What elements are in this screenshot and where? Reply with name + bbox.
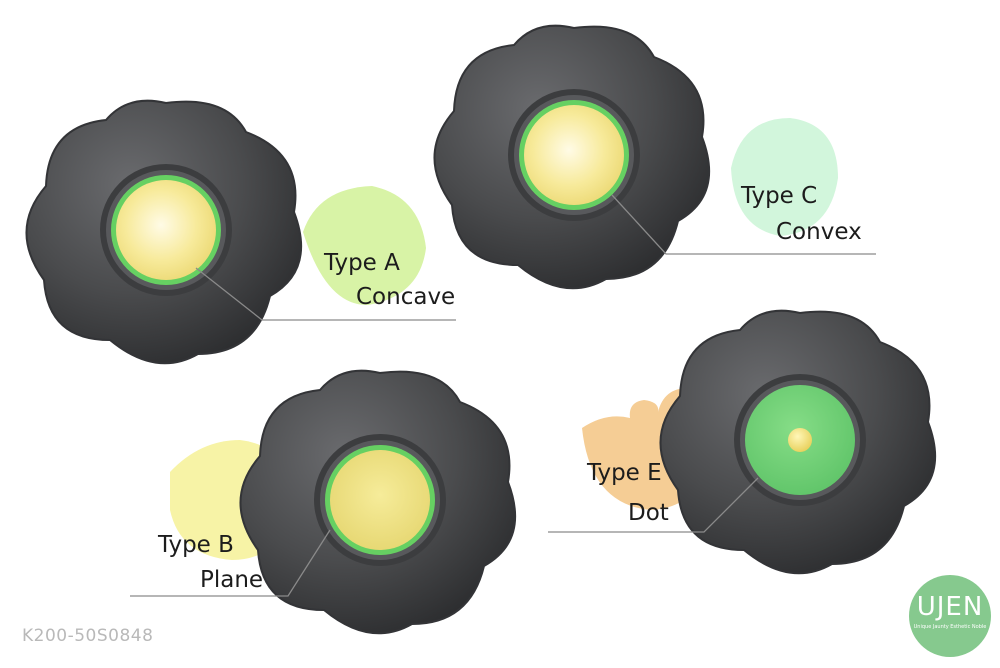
center-dot — [788, 428, 812, 452]
knob-type-c — [433, 24, 711, 290]
label-type-b: Type B — [158, 532, 234, 558]
knob-type-a — [25, 99, 303, 365]
leader-line-type-b — [130, 529, 331, 597]
swatch-type-a — [303, 186, 426, 306]
leader-line-type-c — [611, 194, 876, 255]
label-dot: Dot — [628, 500, 669, 526]
leader-line-type-e — [548, 477, 759, 533]
label-plane: Plane — [200, 567, 264, 593]
label-type-c: Type C — [741, 183, 818, 209]
knob-type-e — [659, 309, 937, 575]
label-concave: Concave — [356, 284, 456, 310]
label-type-e: Type E — [587, 460, 662, 486]
label-convex: Convex — [776, 219, 862, 245]
brand-logo: UJEN Unique Jaunty Esthetic Noble — [909, 575, 991, 657]
brand-name: UJEN — [916, 592, 984, 622]
product-code: K200-50S0848 — [22, 626, 154, 646]
leader-lines — [130, 194, 876, 597]
swatch-type-c — [731, 118, 838, 236]
leader-line-type-a — [195, 267, 456, 321]
brand-tagline: Unique Jaunty Esthetic Noble — [913, 624, 987, 630]
label-type-a: Type A — [324, 250, 400, 276]
knob-type-b — [239, 369, 517, 635]
